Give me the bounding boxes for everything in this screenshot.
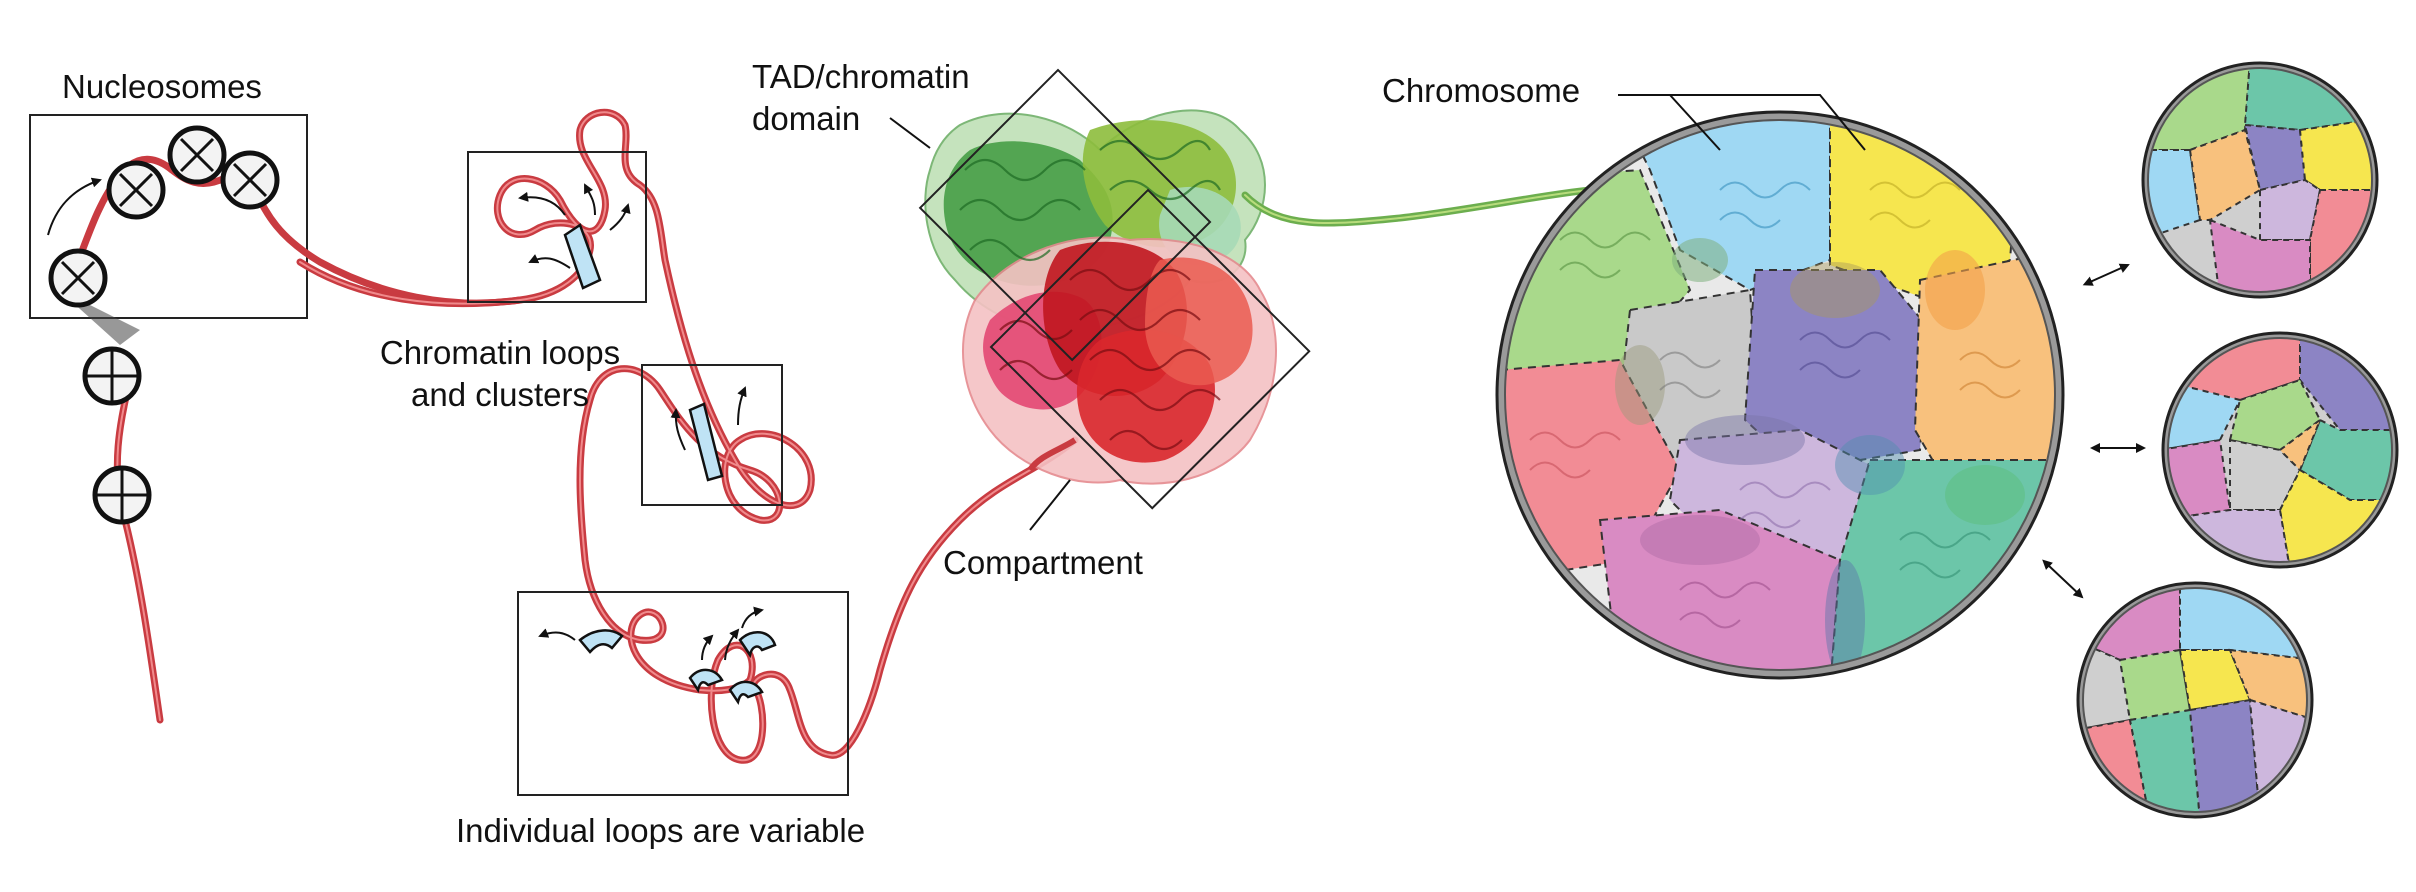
arrow-icon xyxy=(528,254,571,269)
arrow-icon xyxy=(609,203,631,231)
nucleosome-icon xyxy=(220,150,280,210)
nucleosomes-label: Nucleosomes xyxy=(62,68,262,105)
chromosome-label: Chromosome xyxy=(1382,72,1581,109)
chromatin-texture xyxy=(959,139,1221,451)
compartment-box xyxy=(989,188,1311,510)
tad-label-line2: domain xyxy=(752,100,861,137)
arrow-icon xyxy=(724,628,740,661)
nucleus xyxy=(1495,94,2065,680)
compartment-leader-line xyxy=(1029,479,1071,531)
tad-label-line1: TAD/chromatin xyxy=(752,58,970,95)
arrow-icon xyxy=(47,177,102,236)
loops-zoom-box xyxy=(467,151,647,303)
individual-loops-region xyxy=(517,591,849,796)
cohesin-ring-icon xyxy=(578,629,624,654)
territory-purple xyxy=(1743,269,1932,472)
nucleosome-icon xyxy=(167,125,227,185)
arrow-icon xyxy=(538,628,576,641)
chromosome-leader-lines xyxy=(1618,94,1866,151)
loop-extrusion-region xyxy=(641,364,783,506)
extrusion-zoom-box xyxy=(641,364,783,506)
compartment-label: Compartment xyxy=(943,544,1143,581)
nucleosome-icon xyxy=(92,465,152,525)
cohesin-ring-icon xyxy=(688,668,724,694)
chromatin-loops-label-line2: and clusters xyxy=(411,376,589,413)
tad-label: TAD/chromatin domain xyxy=(752,56,970,140)
individual-loops-label: Individual loops are variable xyxy=(456,812,866,849)
cohesin-ring-icon xyxy=(688,402,724,482)
cohesin-ring-icon xyxy=(563,223,602,290)
tad-compartment-blob xyxy=(889,68,1311,531)
arrow-icon xyxy=(670,408,686,451)
tad-box xyxy=(918,68,1212,362)
nucleosome-icon xyxy=(82,346,142,406)
nucleosome-zoom-box xyxy=(29,114,308,319)
individual-loops-zoom-box xyxy=(517,591,849,796)
cell-variant-2 xyxy=(2161,331,2399,569)
arrow-icon xyxy=(584,183,596,216)
double-arrow-icon xyxy=(2042,559,2084,599)
tad-leader-line xyxy=(889,117,931,149)
chromatin-loops-region xyxy=(467,151,647,303)
cell-variant-1 xyxy=(2141,61,2379,299)
double-arrow-icon xyxy=(2082,263,2130,286)
chromatin-loops-label: Chromatin loops and clusters xyxy=(360,332,640,416)
arrow-icon xyxy=(518,191,566,216)
chromatin-loops-label-line1: Chromatin loops xyxy=(379,334,621,371)
nucleosome-region xyxy=(29,114,524,724)
chromosome-territories xyxy=(1505,120,2055,670)
cell-variant-3 xyxy=(2076,581,2314,819)
arrow-icon xyxy=(741,606,764,629)
arrow-icon xyxy=(737,386,747,426)
nucleosome-icon xyxy=(106,160,166,220)
cohesin-ring-icon xyxy=(728,680,764,706)
arrow-icon xyxy=(701,634,714,661)
nucleosome-icon xyxy=(48,248,108,308)
cohesin-ring-icon xyxy=(738,631,777,659)
